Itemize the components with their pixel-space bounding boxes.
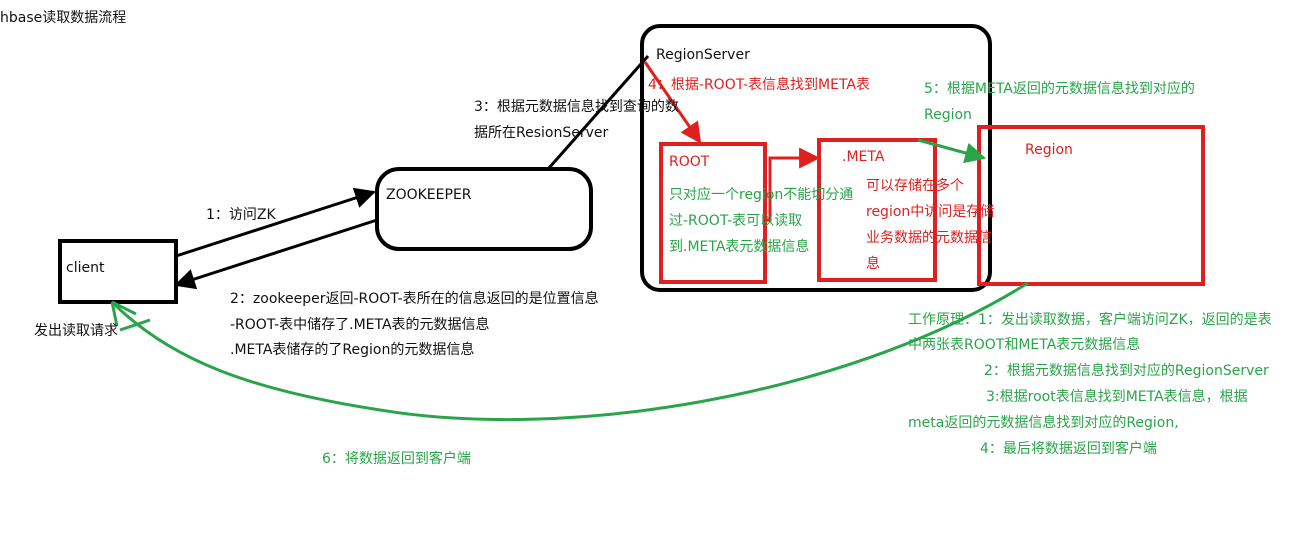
meta-desc-line-3: 业务数据的元数据信: [866, 230, 992, 246]
meta-desc-line-1: 可以存储在多个: [866, 178, 964, 194]
client-request-label: 发出读取请求: [34, 323, 118, 339]
client-label: client: [66, 260, 105, 276]
meta-desc-line-2: region中访问是存储: [866, 204, 995, 220]
root-label: ROOT: [669, 154, 710, 170]
arrow-root-to-meta: [765, 147, 821, 222]
principle-line-5: meta返回的元数据信息找到对应的Region,: [908, 415, 1179, 431]
page-title: hbase读取数据流程: [0, 10, 127, 26]
root-desc-line-2: 过-ROOT-表可以读取: [669, 213, 803, 229]
arrow-to-root: [643, 61, 702, 144]
regionserver-box: [640, 24, 992, 292]
root-box: [659, 142, 767, 284]
arrow-meta-to-region: [917, 138, 987, 164]
line-zookeeper-to-regionserver: [547, 55, 650, 169]
principle-line-2: 中两张表ROOT和META表元数据信息: [908, 337, 1141, 353]
arrow-zookeeper-to-client: [174, 218, 378, 290]
principle-line-1: 工作原理：1：发出读取数据，客户端访问ZK，返回的是表: [908, 312, 1272, 328]
step2-line-3: .META表储存的了Region的元数据信息: [230, 342, 475, 358]
meta-desc-line-4: 息: [866, 256, 880, 272]
principle-line-4: 3:根据root表信息找到META表信息，根据: [986, 389, 1248, 405]
root-desc-line-3: 到.META表元数据信息: [669, 239, 810, 255]
step2-line-1: 2：zookeeper返回-ROOT-表所在的信息返回的是位置信息: [230, 291, 599, 307]
zookeeper-box: [375, 167, 593, 251]
arrow-return-tail-tick: [119, 318, 151, 332]
arrow-region-to-client: [110, 281, 1029, 422]
regionserver-label: RegionServer: [656, 47, 750, 63]
principle-line-3: 2：根据元数据信息找到对应的RegionServer: [984, 363, 1269, 379]
arrow-client-to-zookeeper: [175, 187, 376, 258]
step6-label: 6：将数据返回到客户端: [322, 451, 471, 467]
step3-line-2: 据所在ResionServer: [474, 125, 609, 141]
principle-line-6: 4：最后将数据返回到客户端: [980, 441, 1157, 457]
step5-line-2: Region: [924, 107, 972, 123]
step2-line-2: -ROOT-表中储存了.META表的元数据信息: [230, 317, 490, 333]
step3-line-1: 3：根据元数据信息找到查询的数: [474, 99, 679, 115]
root-desc-line-1: 只对应一个region不能切分通: [669, 187, 854, 203]
step4-label: 4：根据-ROOT-表信息找到META表: [648, 77, 871, 93]
region-label: Region: [1025, 142, 1073, 158]
zookeeper-label: ZOOKEEPER: [386, 187, 472, 203]
step1-label: 1：访问ZK: [206, 207, 276, 223]
meta-label: .META: [842, 149, 885, 165]
step5-line-1: 5：根据META返回的元数据信息找到对应的: [924, 81, 1195, 97]
region-box: [977, 125, 1205, 286]
arrow-return-head: [110, 300, 137, 327]
meta-box: [817, 138, 937, 282]
